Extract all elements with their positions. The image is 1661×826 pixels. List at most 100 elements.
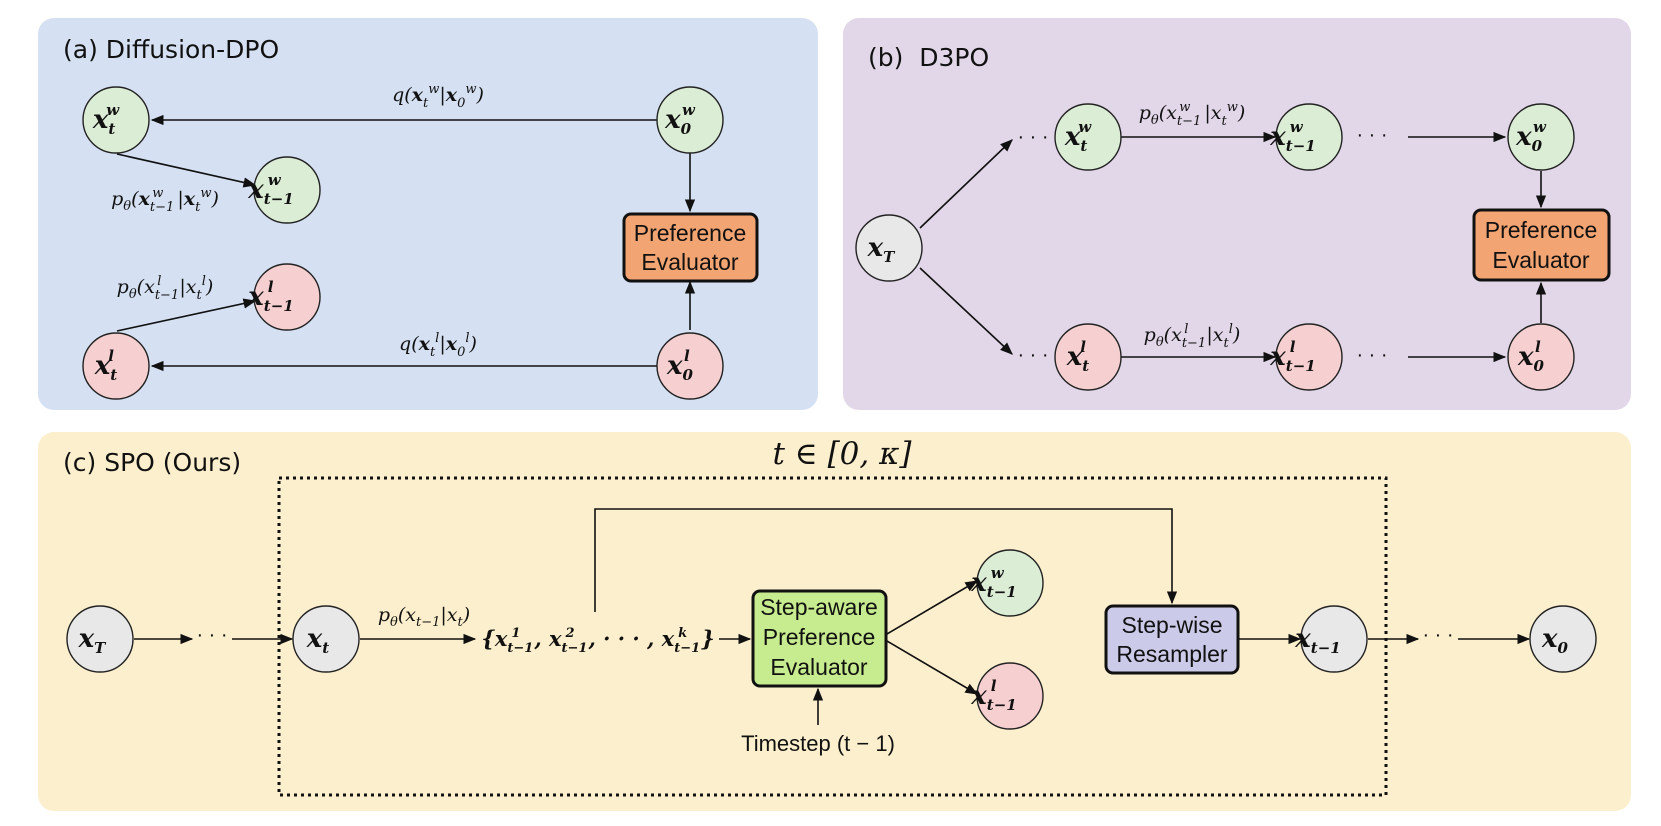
node-b-xt1-win: xt−1w — [1269, 103, 1343, 171]
node-a-xt-win: xtw — [82, 86, 150, 154]
label-c-p-reverse: pθ(xt−1|xt) — [378, 604, 470, 630]
node-label: xtl — [94, 347, 118, 384]
node-b-xt1-lose: xt−1l — [1269, 323, 1343, 391]
node-c-xt: xt — [292, 605, 360, 673]
panel-diffusion-dpo: (a) Diffusion-DPO q(xtw|x0w) pθ(xt−1w|xt… — [38, 18, 818, 410]
node-label: x0 — [1541, 624, 1569, 657]
step-evaluator-line3: Evaluator — [770, 654, 868, 680]
node-label: xtl — [1066, 338, 1090, 375]
node-label: x0l — [1517, 338, 1545, 375]
preference-evaluator-b — [1472, 208, 1611, 282]
step-evaluator-line1: Step-aware — [760, 594, 878, 620]
node-label: xt−1l — [1269, 338, 1315, 375]
node-label: x0l — [666, 347, 694, 384]
panel-b-background — [843, 18, 1631, 410]
edge-c-evaluator-to-lose — [886, 640, 979, 695]
node-a-x0-win: x0w — [656, 86, 724, 154]
panel-a-background — [38, 18, 818, 410]
label-q-forward-win: q(xtw|x0w) — [392, 82, 484, 111]
node-circle — [66, 605, 134, 673]
node-label: xt−1l — [970, 677, 1016, 714]
per-step-loop-region — [277, 476, 1388, 797]
node-c-xt1: xt−1 — [1294, 605, 1368, 673]
panel-c-title: (c) SPO (Ours) — [63, 448, 241, 477]
dots-b-lower-right: · · · — [1356, 344, 1387, 366]
panel-spo: (c) SPO (Ours) t ∈ [0, κ] · · · · · · pθ… — [38, 432, 1631, 811]
preference-evaluator-a-line1: Preference — [634, 220, 747, 246]
node-circle — [1054, 323, 1122, 391]
preference-evaluator-b-line2: Evaluator — [1492, 247, 1590, 273]
node-c-xt1-lose: xt−1l — [970, 662, 1044, 730]
node-b-x0-win: x0w — [1507, 103, 1575, 171]
preference-evaluator-b-line1: Preference — [1485, 217, 1598, 243]
node-label: xt — [306, 624, 330, 657]
node-circle — [253, 263, 321, 331]
edge-xT-to-upper-branch — [919, 139, 1013, 229]
node-circle — [1507, 103, 1575, 171]
resampler-line1: Step-wise — [1122, 612, 1223, 638]
timestep-range-label: t ∈ [0, κ] — [772, 436, 912, 472]
node-circle — [656, 86, 724, 154]
node-circle — [82, 86, 150, 154]
node-circle — [1300, 605, 1368, 673]
node-a-xt-lose: xtl — [82, 332, 150, 400]
preference-evaluator-a — [622, 212, 759, 283]
node-circle — [1054, 103, 1122, 171]
label-p-reverse-lose: pθ(xt−1l|xtl) — [117, 274, 214, 303]
node-circle — [1529, 605, 1597, 673]
node-label: xtw — [1064, 118, 1092, 155]
step-evaluator-line2: Preference — [763, 624, 876, 650]
node-circle — [1275, 103, 1343, 171]
dots-b-upper-right: · · · — [1356, 124, 1387, 146]
node-circle — [976, 549, 1044, 617]
node-label: x0w — [664, 101, 696, 138]
edge-c-evaluator-to-win — [886, 580, 979, 635]
node-circle — [1507, 323, 1575, 391]
edge-c-candidates-to-resampler — [594, 508, 1178, 612]
node-label: xt−1w — [1269, 118, 1315, 155]
label-p-reverse-win: pθ(xt−1w|xtw) — [111, 186, 219, 215]
node-circle — [253, 156, 321, 224]
dots-b-upper-left: · · · — [1017, 126, 1048, 148]
node-b-xt-lose: xtl — [1054, 323, 1122, 391]
candidate-set: {xt−11, xt−12, · · · , xt−1k} — [481, 626, 714, 656]
node-circle — [656, 332, 724, 400]
node-circle — [292, 605, 360, 673]
node-c-x0: x0 — [1529, 605, 1597, 673]
node-c-xT: xT — [66, 605, 134, 673]
node-label: xt−1l — [247, 278, 293, 315]
preference-evaluator-a-line2: Evaluator — [641, 249, 739, 275]
panel-d3po: (b) D3PO · · · · · · · · · · · · pθ(xt−1… — [843, 18, 1631, 410]
node-circle — [1275, 323, 1343, 391]
label-q-forward-lose: q(xtl|x0l) — [399, 331, 477, 360]
node-a-xt1-win: xt−1w — [247, 156, 321, 224]
panel-a-title: (a) Diffusion-DPO — [63, 35, 279, 64]
node-c-xt1-win: xt−1w — [970, 549, 1044, 617]
node-b-xT: xT — [855, 214, 923, 282]
node-b-x0-lose: x0l — [1507, 323, 1575, 391]
label-b-p-reverse-lose: pθ(xt−1l|xtl) — [1144, 322, 1241, 351]
node-label: xT — [867, 233, 897, 266]
step-aware-preference-evaluator — [751, 589, 888, 688]
panel-b-title: (b) D3PO — [868, 43, 989, 72]
node-label: xtw — [92, 101, 120, 138]
timestep-label: Timestep (t − 1) — [741, 731, 895, 756]
dots-b-lower-left: · · · — [1017, 344, 1048, 366]
edge-xT-to-lower-branch — [919, 267, 1013, 355]
node-label: x0w — [1515, 118, 1547, 155]
node-circle — [976, 662, 1044, 730]
label-b-p-reverse-win: pθ(xt−1w|xtw) — [1139, 100, 1246, 129]
dots-c-left: · · · — [196, 624, 227, 646]
node-circle — [82, 332, 150, 400]
node-a-xt1-lose: xt−1l — [247, 263, 321, 331]
step-wise-resampler — [1104, 604, 1240, 675]
node-label: xT — [78, 624, 108, 657]
node-label: xt−1w — [970, 564, 1016, 601]
node-circle — [855, 214, 923, 282]
dots-c-right: · · · — [1422, 624, 1453, 646]
resampler-line2: Resampler — [1116, 641, 1228, 667]
edge-xtl-to-xt1l — [116, 298, 257, 332]
node-a-x0-lose: x0l — [656, 332, 724, 400]
node-label: xt−1w — [247, 171, 293, 208]
